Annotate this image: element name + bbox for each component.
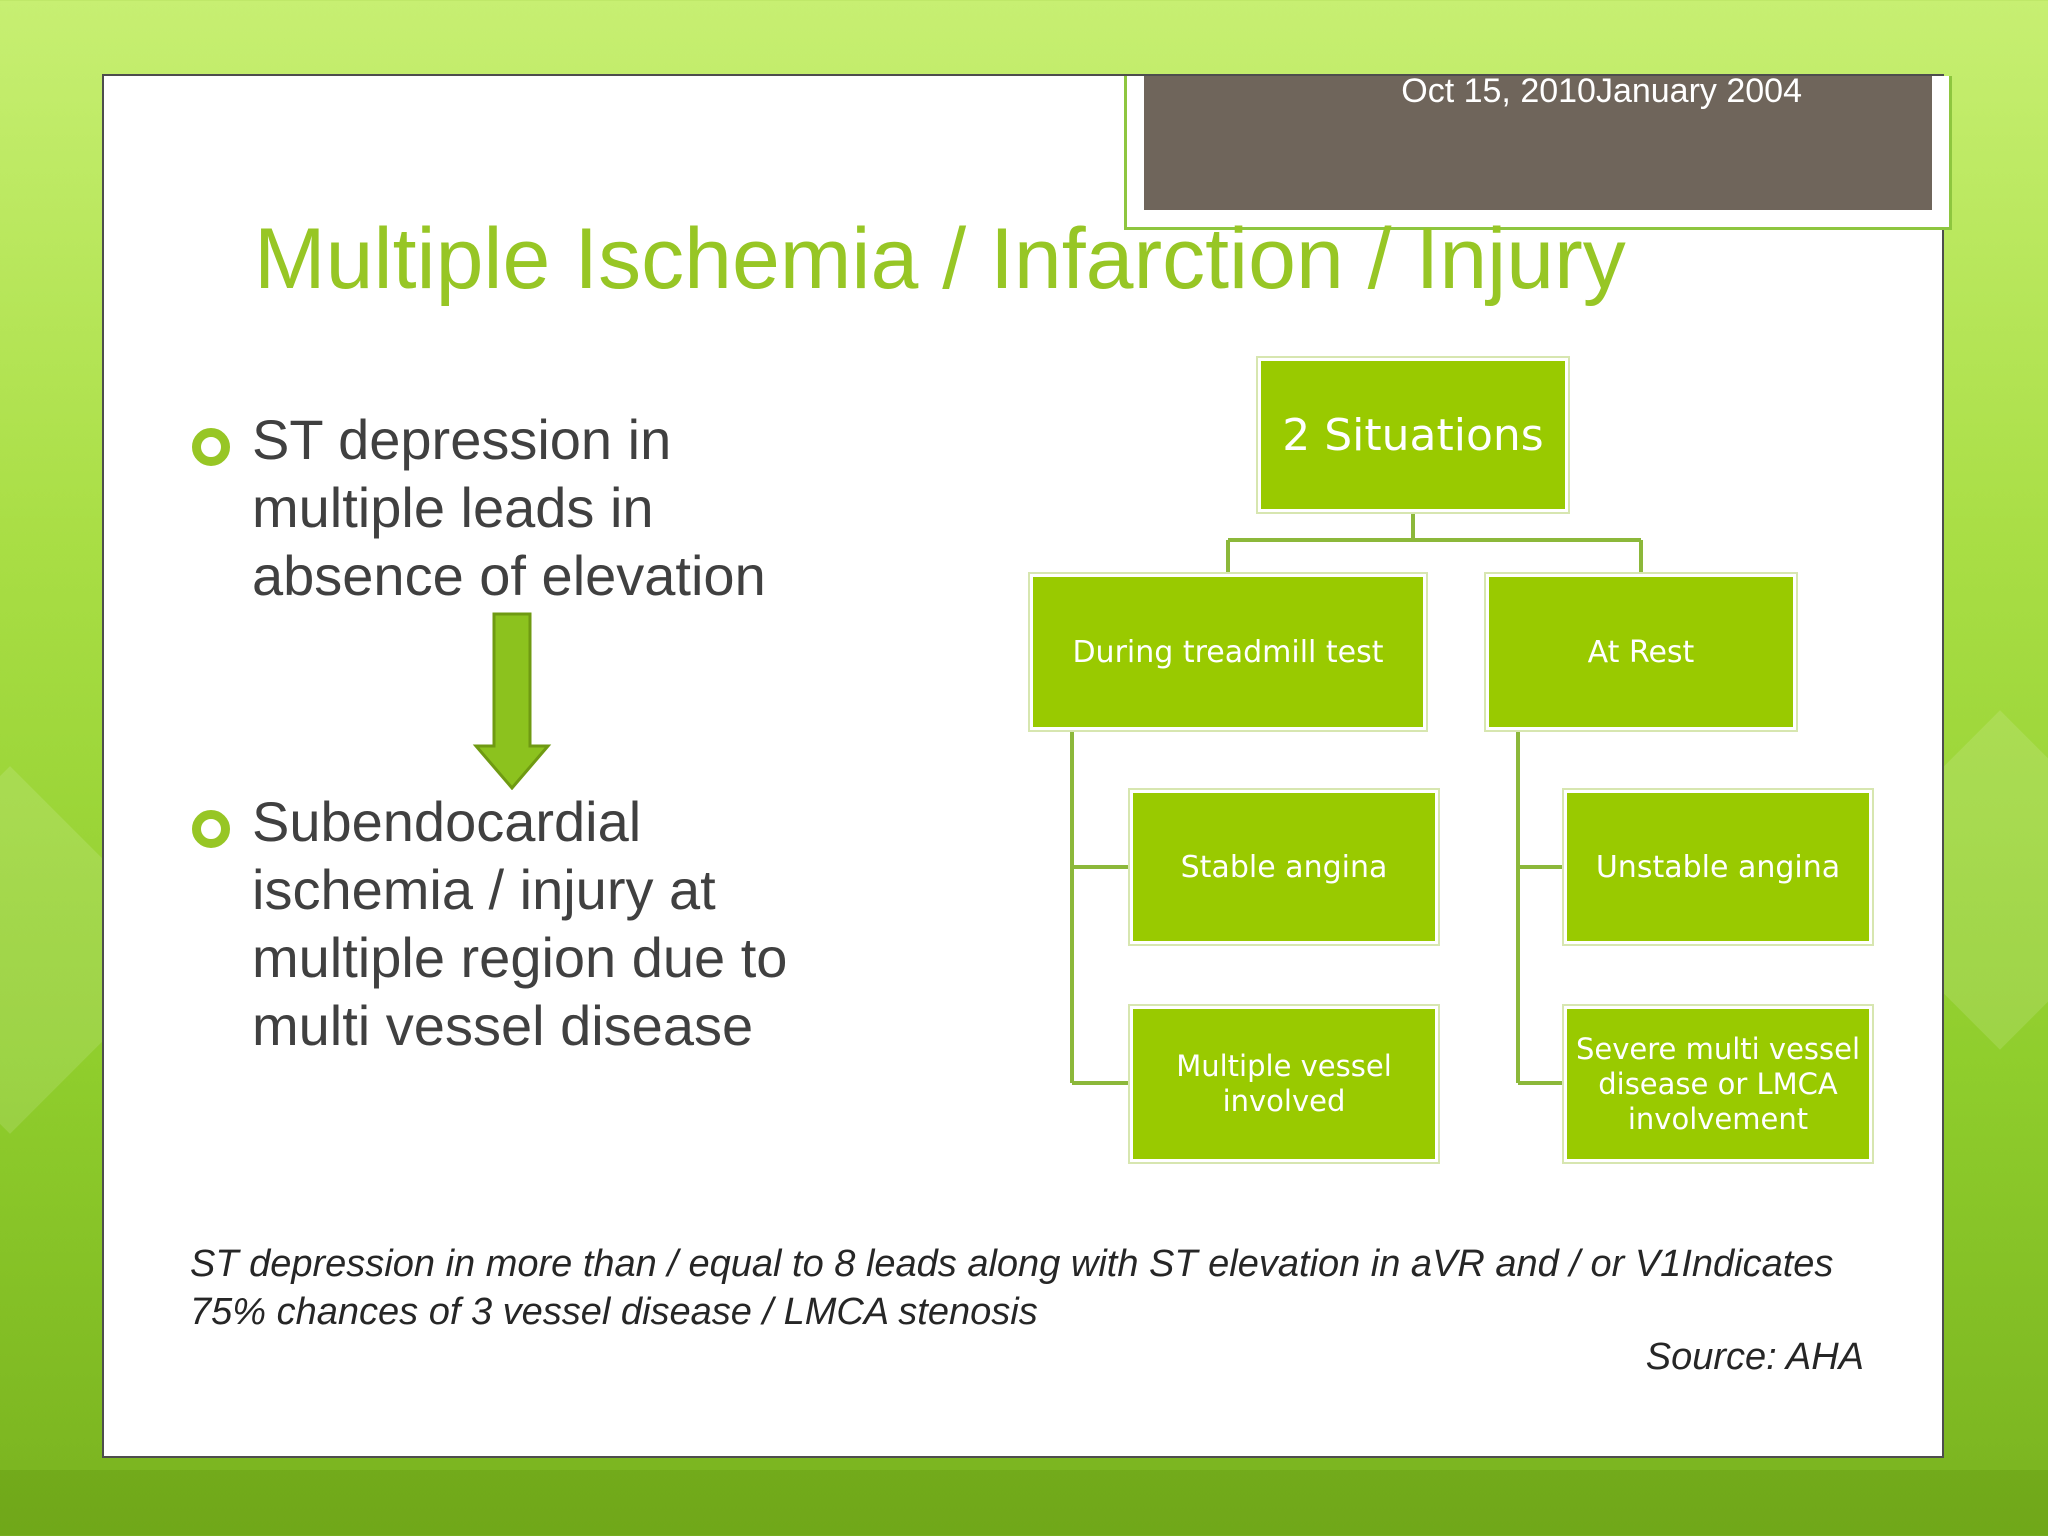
slide-title: Multiple Ischemia / Infarction / Injury [254, 211, 1626, 307]
background-band [0, 1470, 2048, 1536]
bullet-item-1: ST depression in multiple leads in absen… [192, 406, 892, 610]
header-bar [1144, 76, 1932, 210]
down-arrow-icon [472, 612, 552, 790]
slide-canvas [102, 74, 1952, 1458]
diagram-node-unstable-angina: Unstable angina [1562, 788, 1874, 946]
diagram-branch-at-rest: At Rest [1484, 572, 1798, 732]
slide-date: Oct 15, 2010January 2004 [1401, 72, 1802, 110]
diagram-branch-treadmill: During treadmill test [1028, 572, 1428, 732]
bullet-ring-icon [192, 810, 230, 848]
footnote-text: ST depression in more than / equal to 8 … [190, 1243, 1834, 1333]
diagram-node-stable-angina: Stable angina [1128, 788, 1440, 946]
slide-number: 54 [1062, 72, 1100, 110]
connector-left-children [1070, 730, 1130, 1085]
diagram-root-node: 2 Situations [1256, 356, 1570, 514]
diagram-node-severe-multi-vessel: Severe multi vessel disease or LMCA invo… [1562, 1004, 1874, 1164]
bullet-text-2: Subendocardial ischemia / injury at mult… [252, 790, 788, 1057]
source-citation: Source: AHA [1645, 1336, 1864, 1378]
connector-right-children [1516, 730, 1564, 1085]
diagram-node-multiple-vessel: Multiple vessel involved [1128, 1004, 1440, 1164]
bullet-item-2: Subendocardial ischemia / injury at mult… [192, 788, 892, 1060]
bullet-text-1: ST depression in multiple leads in absen… [252, 408, 766, 607]
bullet-ring-icon [192, 428, 230, 466]
connector-root-to-branches [1226, 512, 1643, 574]
